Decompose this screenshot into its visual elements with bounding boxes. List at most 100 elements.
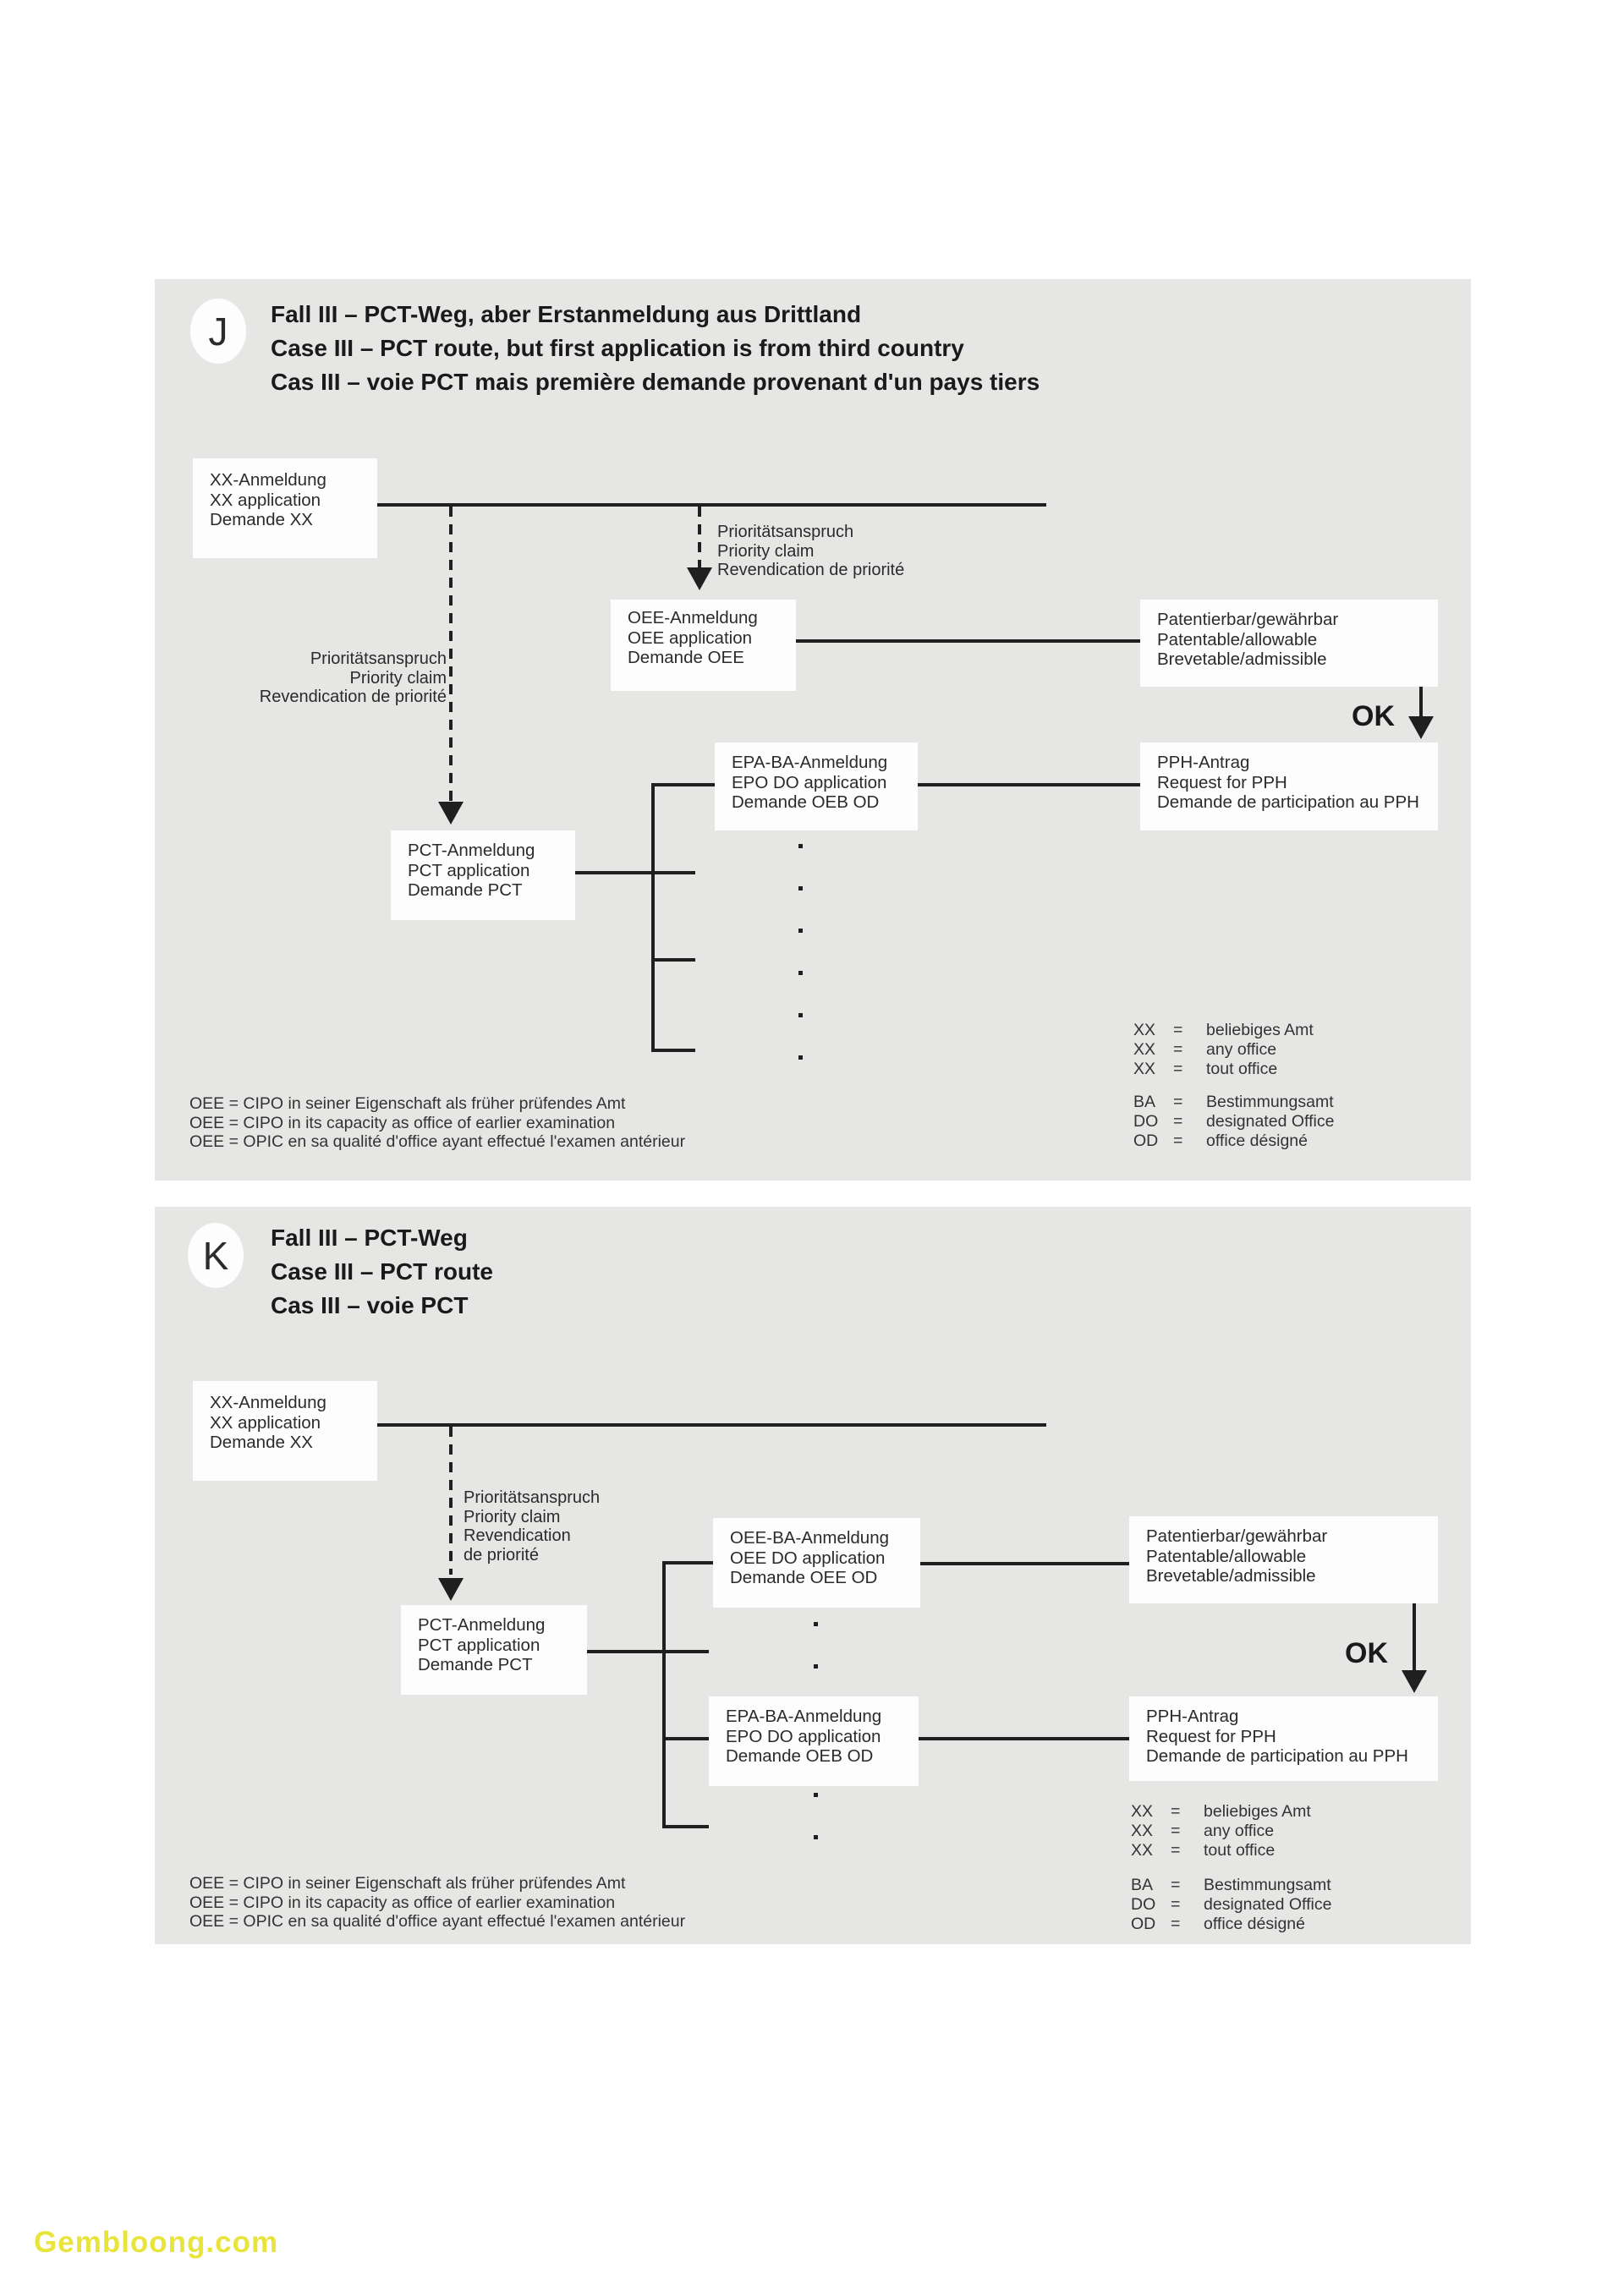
pph-request-box: PPH-Antrag Request for PPH Demande de pa… xyxy=(1140,743,1438,830)
legend-label: designated Office xyxy=(1204,1895,1332,1914)
ok-label: OK xyxy=(1345,1637,1388,1669)
panel-k-title-en: Case III – PCT route xyxy=(271,1258,493,1285)
epa-do-application-box: EPA-BA-Anmeldung EPO DO application Dema… xyxy=(709,1696,919,1786)
priority-claim-dashed-line xyxy=(449,1427,453,1575)
oee-application-box: OEE-Anmeldung OEE application Demande OE… xyxy=(611,600,796,691)
xx-main-connector-line xyxy=(377,1423,1046,1427)
legend-label: Bestimmungsamt xyxy=(1204,1876,1331,1894)
label-line: Prioritätsanspruch xyxy=(464,1488,601,1507)
epa-do-application-box: EPA-BA-Anmeldung EPO DO application Dema… xyxy=(715,743,918,830)
bus-vertical-line xyxy=(662,1561,666,1828)
box-line: OEE DO application xyxy=(730,1548,886,1568)
legend-eq: = xyxy=(1173,1021,1183,1039)
box-line: XX application xyxy=(210,1412,321,1433)
legend-abbr: XX xyxy=(1131,1802,1154,1821)
box-line: Brevetable/admissible xyxy=(1146,1566,1316,1586)
legend-row: XX = beliebiges Amt xyxy=(1133,1021,1314,1040)
pct-to-bus-line xyxy=(587,1650,709,1653)
priority-claim-label-lower: Prioritätsanspruch Priority claim Revend… xyxy=(195,649,447,707)
ok-label: OK xyxy=(1352,700,1395,732)
legend-abbr: XX xyxy=(1131,1822,1154,1840)
legend-row: XX = any office xyxy=(1131,1822,1311,1841)
xx-application-box: XX-Anmeldung XX application Demande XX xyxy=(193,1381,377,1481)
ok-arrow-shaft xyxy=(1413,1603,1416,1673)
legend-label: office désigné xyxy=(1206,1132,1308,1150)
legend-xx: XX = beliebiges Amt XX = any office XX = tout … xyxy=(1133,1021,1314,1079)
legend-label: beliebiges Amt xyxy=(1206,1021,1314,1039)
bus-branch-epa-line xyxy=(662,1737,709,1740)
legend-row: XX=tout office xyxy=(1131,1841,1311,1860)
box-line: EPO DO application xyxy=(732,772,887,792)
box-line: Patentable/allowable xyxy=(1157,629,1318,649)
pph-request-box: PPH-Antrag Request for PPH Demande de pa… xyxy=(1129,1696,1438,1781)
legend-row: XX = tout office xyxy=(1133,1060,1314,1079)
panel-k-title-de: Fall III – PCT-Weg xyxy=(271,1225,468,1251)
xx-application-box: XX-Anmeldung XX application Demande XX xyxy=(193,458,377,558)
bus-vertical-line xyxy=(651,783,655,1052)
legend-eq: = xyxy=(1171,1822,1181,1840)
legend-ba: BA=Bestimmungsamt DO=designated Office O… xyxy=(1133,1093,1334,1151)
legend-label: any office xyxy=(1204,1822,1275,1840)
legend-abbr: OD xyxy=(1131,1915,1156,1933)
legend-label: any office xyxy=(1206,1040,1277,1059)
legend-line: OEE = CIPO in seiner Eigenschaft als frü… xyxy=(189,1874,626,1893)
legend-eq: = xyxy=(1173,1040,1183,1059)
box-line: Demande OEB OD xyxy=(726,1746,874,1766)
arrow-down-icon xyxy=(438,1578,464,1601)
bus-tick-line xyxy=(662,1825,709,1828)
legend-row: BA=Bestimmungsamt xyxy=(1133,1093,1334,1112)
pct-application-box: PCT-Anmeldung PCT application Demande PC… xyxy=(391,830,575,920)
label-line: Priority claim xyxy=(349,668,447,688)
legend-label: tout office xyxy=(1206,1060,1278,1078)
legend-eq: = xyxy=(1171,1802,1181,1821)
box-line: OEE-Anmeldung xyxy=(628,608,758,627)
label-line: Priority claim xyxy=(717,541,815,561)
ellipsis-dot xyxy=(798,1013,803,1017)
box-line: EPA-BA-Anmeldung xyxy=(726,1707,882,1726)
label-line: de priorité xyxy=(464,1545,539,1564)
panel-j-background xyxy=(155,279,1471,1181)
panel-k-badge: K xyxy=(188,1223,244,1288)
ellipsis-dot xyxy=(814,1835,818,1839)
legend-abbr: XX xyxy=(1133,1021,1156,1039)
legend-eq: = xyxy=(1173,1093,1183,1111)
ellipsis-dot xyxy=(798,971,803,975)
box-line: Request for PPH xyxy=(1157,772,1287,792)
box-line: Demande de participation au PPH xyxy=(1146,1746,1408,1766)
legend-line: OEE = CIPO in seiner Eigenschaft als frü… xyxy=(189,1094,626,1113)
oeeba-to-patentable-line xyxy=(920,1562,1129,1565)
legend-eq: = xyxy=(1173,1060,1183,1078)
ellipsis-dot xyxy=(814,1793,818,1797)
panel-j-badge-letter: J xyxy=(208,309,228,353)
arrow-down-icon xyxy=(687,567,712,590)
epa-to-pph-line xyxy=(918,783,1140,786)
legend-abbr: DO xyxy=(1131,1895,1156,1914)
panel-j-badge: J xyxy=(190,299,246,364)
oee-to-patentable-line xyxy=(796,639,1140,643)
watermark-text: Gembloong.com xyxy=(34,2226,279,2259)
ellipsis-dot xyxy=(814,1622,818,1626)
legend-abbr: BA xyxy=(1133,1093,1156,1111)
legend-label: beliebiges Amt xyxy=(1204,1802,1311,1821)
label-line: Prioritätsanspruch xyxy=(310,649,447,668)
box-line: EPO DO application xyxy=(726,1726,881,1746)
legend-abbr: XX xyxy=(1133,1040,1156,1059)
legend-eq: = xyxy=(1171,1876,1181,1894)
bus-branch-epa-line xyxy=(651,783,715,786)
panel-k-badge-letter: K xyxy=(202,1233,229,1278)
box-line: Demande PCT xyxy=(408,880,523,900)
bus-branch-oeeba-line xyxy=(662,1561,713,1564)
box-line: Demande XX xyxy=(210,510,313,529)
panel-j-title: Fall III – PCT-Weg, aber Erstanmeldung a… xyxy=(271,298,1040,399)
panel-k-title: Fall III – PCT-Weg Case III – PCT route … xyxy=(271,1221,493,1323)
legend-abbr: XX xyxy=(1131,1841,1154,1860)
xx-main-connector-line xyxy=(377,503,1046,507)
legend-label: tout office xyxy=(1204,1841,1276,1860)
panel-k-title-fr: Cas III – voie PCT xyxy=(271,1292,469,1318)
box-line: Demande OEE OD xyxy=(730,1568,878,1587)
box-line: Demande OEB OD xyxy=(732,792,880,812)
box-line: OEE-BA-Anmeldung xyxy=(730,1528,890,1548)
legend-abbr: XX xyxy=(1133,1060,1156,1078)
label-line: Prioritätsanspruch xyxy=(717,523,854,541)
